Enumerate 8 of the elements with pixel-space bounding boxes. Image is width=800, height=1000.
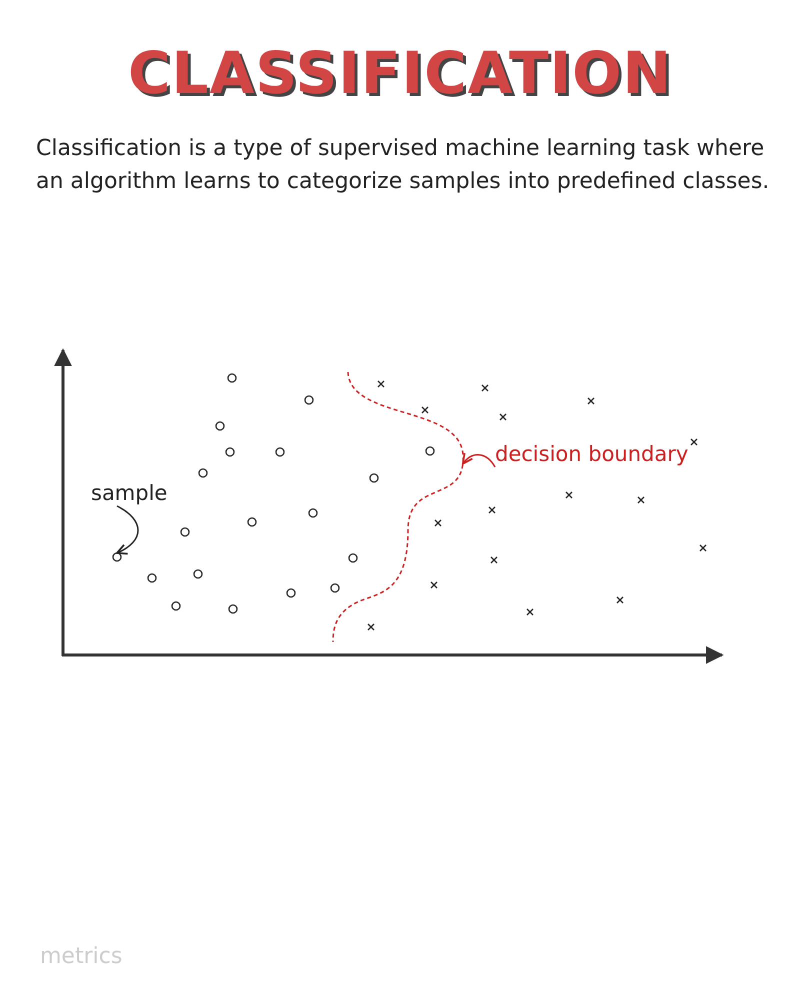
callout-label: sample: [91, 480, 168, 506]
leader-line: [462, 452, 496, 468]
callout-label: decision boundary: [495, 441, 688, 467]
leader-line: [116, 505, 139, 554]
title: CLASSIFICATION: [126, 38, 674, 108]
circle-point: [112, 552, 122, 562]
decision-boundary-curve: [332, 372, 464, 642]
description-text: Classification is a type of supervised machine learning task where an algorithm learns to categorize samples into predefined classes.: [36, 135, 770, 196]
